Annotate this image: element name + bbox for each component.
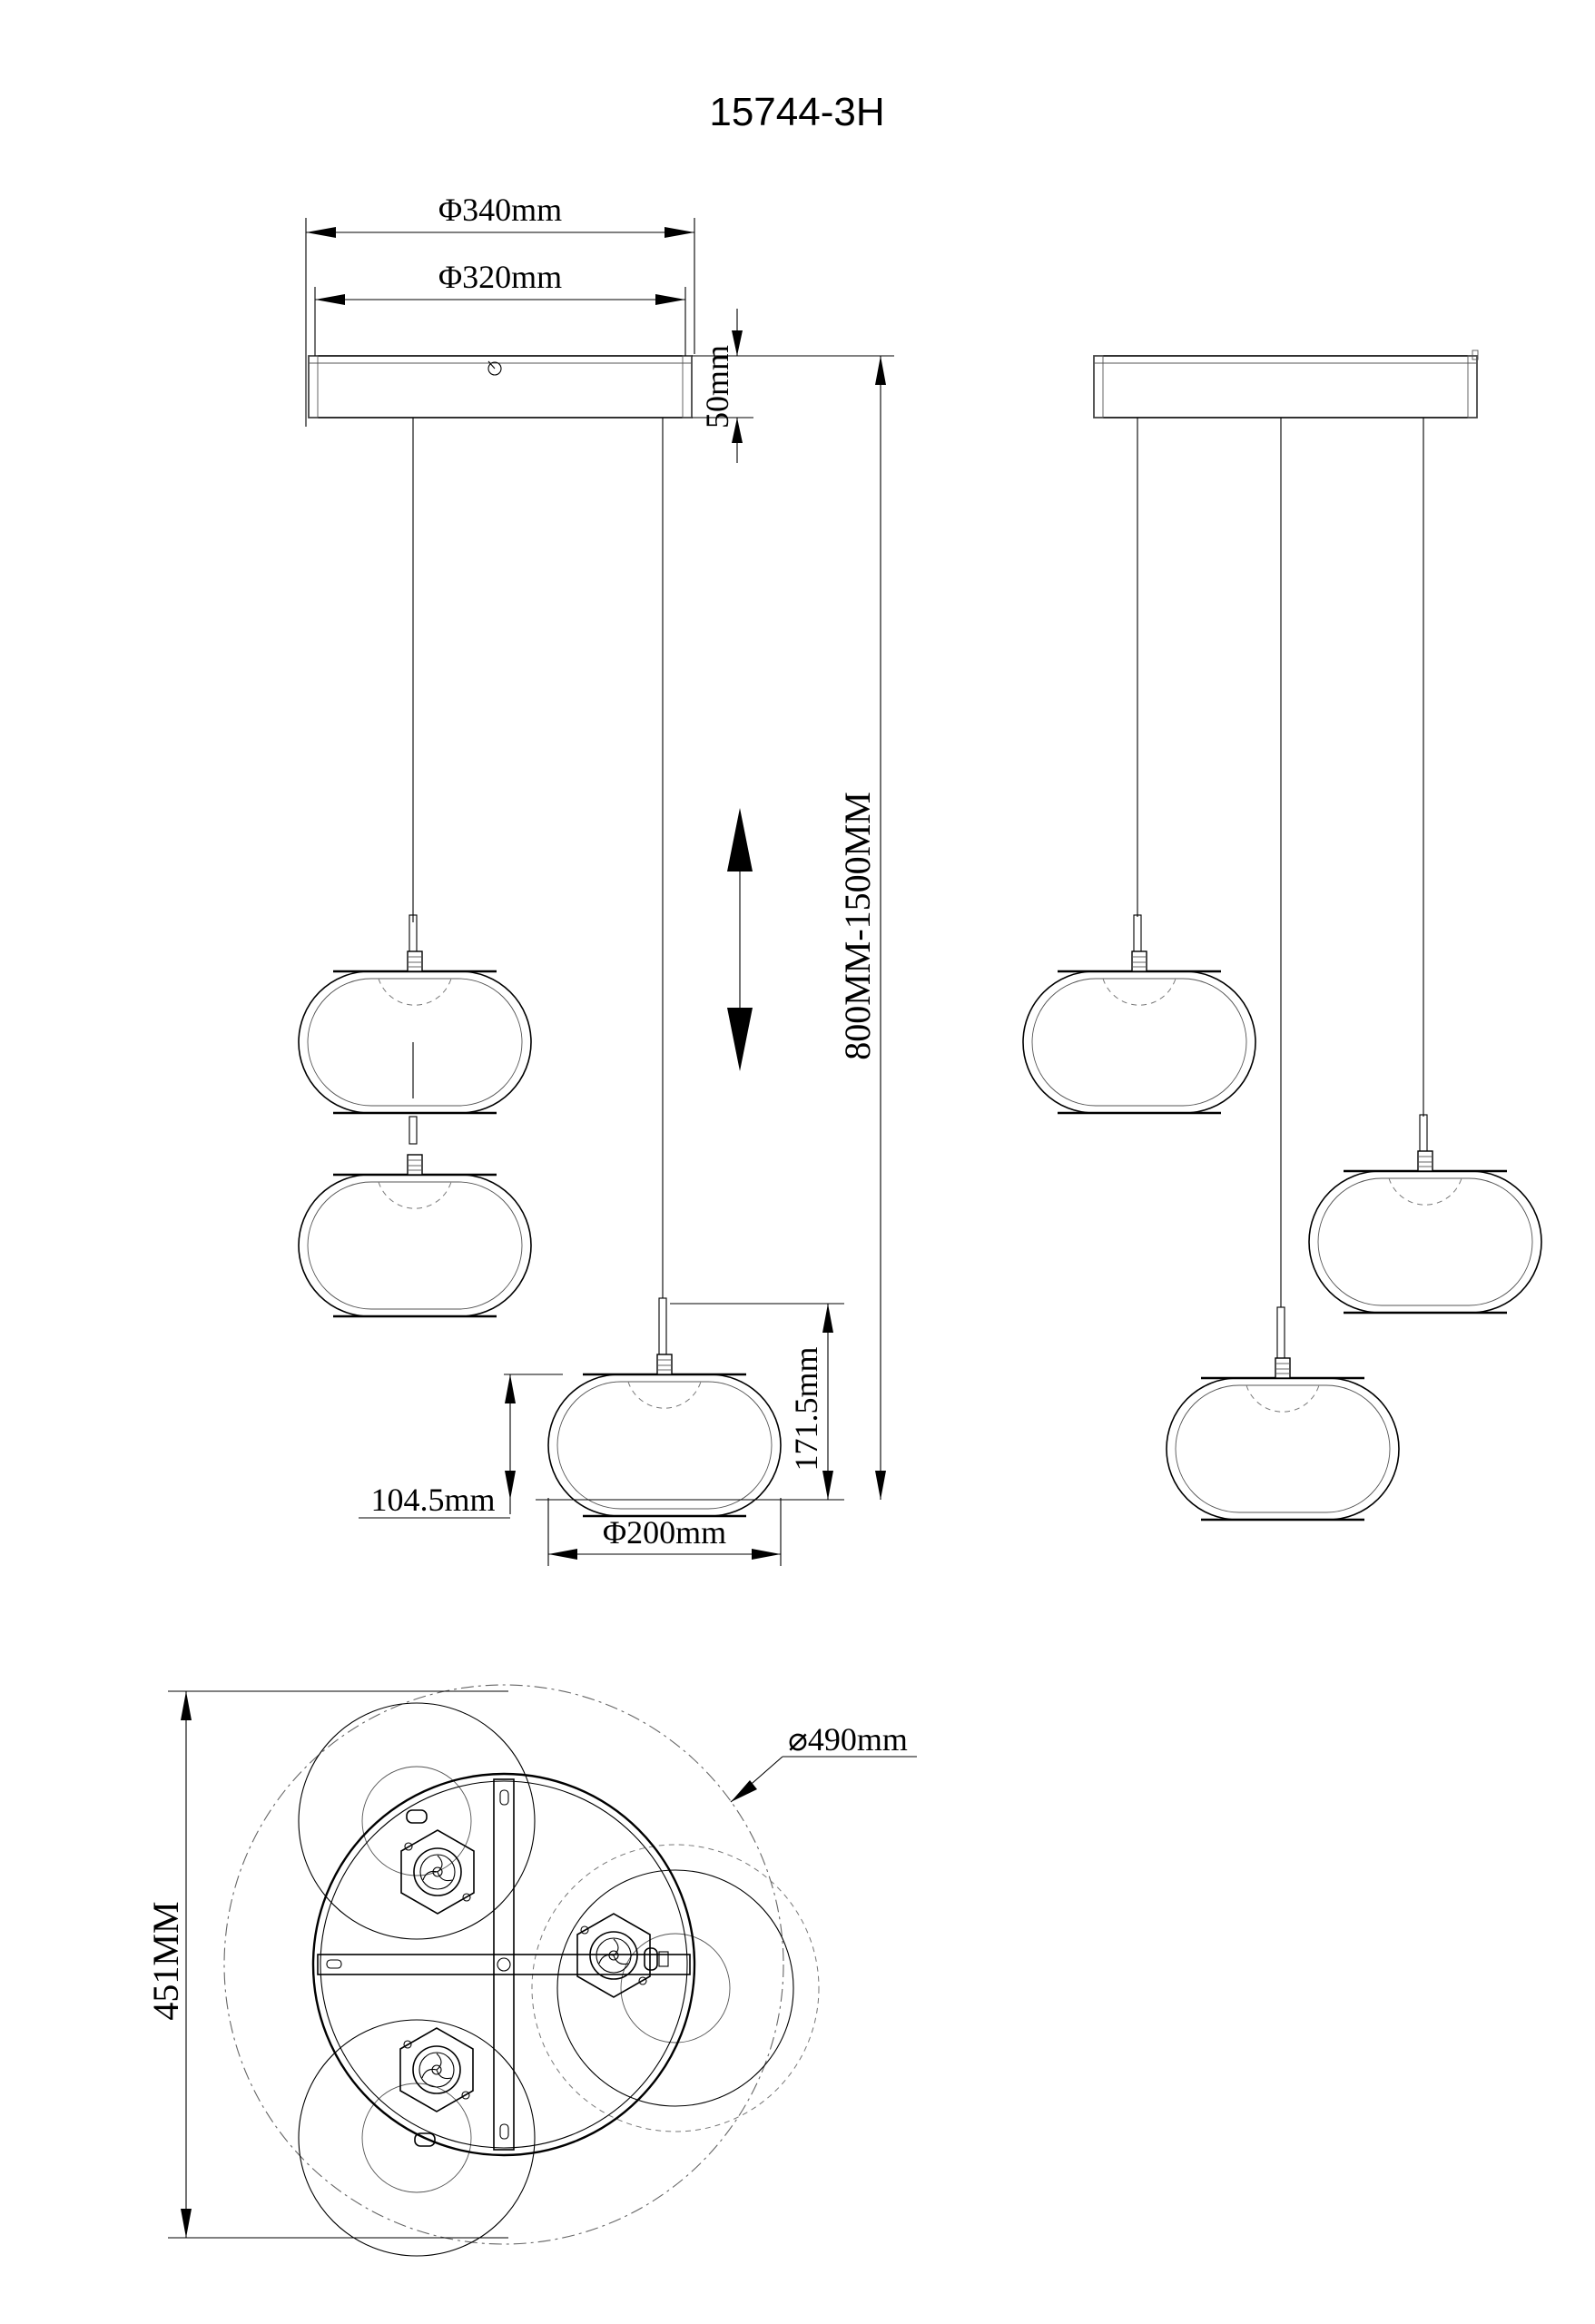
- shade-outline: [298, 2019, 536, 2257]
- front-view: Φ340mm Φ320mm 50mm 800MM-1500MM: [297, 192, 894, 1566]
- shade-diameter-label: Φ200mm: [603, 1514, 726, 1551]
- shade-height-label: 104.5mm: [370, 1482, 495, 1518]
- side-view: [1021, 350, 1543, 1521]
- canopy-outer-diameter-label: Φ340mm: [438, 192, 562, 228]
- shade: [1307, 1149, 1543, 1315]
- adjustable-height-arrow: [727, 808, 753, 1071]
- canopy-inner-diameter-label: Φ320mm: [438, 259, 562, 295]
- shade-outline: [556, 1869, 794, 2107]
- canopy-top: [311, 1772, 696, 2157]
- overall-diameter-label: ⌀490mm: [788, 1721, 908, 1758]
- shade: [297, 950, 533, 1115]
- top-view: ⌀490mm 451MM: [145, 1684, 917, 2257]
- shade: [297, 1153, 533, 1318]
- shade: [546, 1353, 783, 1518]
- mounting-bracket: [317, 1954, 691, 1975]
- canopy: [1093, 355, 1478, 419]
- shade-outline: [298, 1702, 536, 1940]
- model-number-title: 15744-3H: [709, 90, 884, 134]
- socket: [400, 1829, 475, 1915]
- shade: [1021, 950, 1257, 1115]
- socket: [576, 1913, 651, 1998]
- drop-range-label: 800MM-1500MM: [837, 792, 878, 1060]
- socket: [399, 2027, 474, 2112]
- shade-total-height-label: 171.5mm: [788, 1346, 824, 1471]
- shade: [1165, 1356, 1401, 1521]
- overall-height-label: 451MM: [145, 1901, 186, 2020]
- overall-envelope-circle: [223, 1684, 784, 2245]
- canopy-height-label: 50mm: [699, 345, 735, 428]
